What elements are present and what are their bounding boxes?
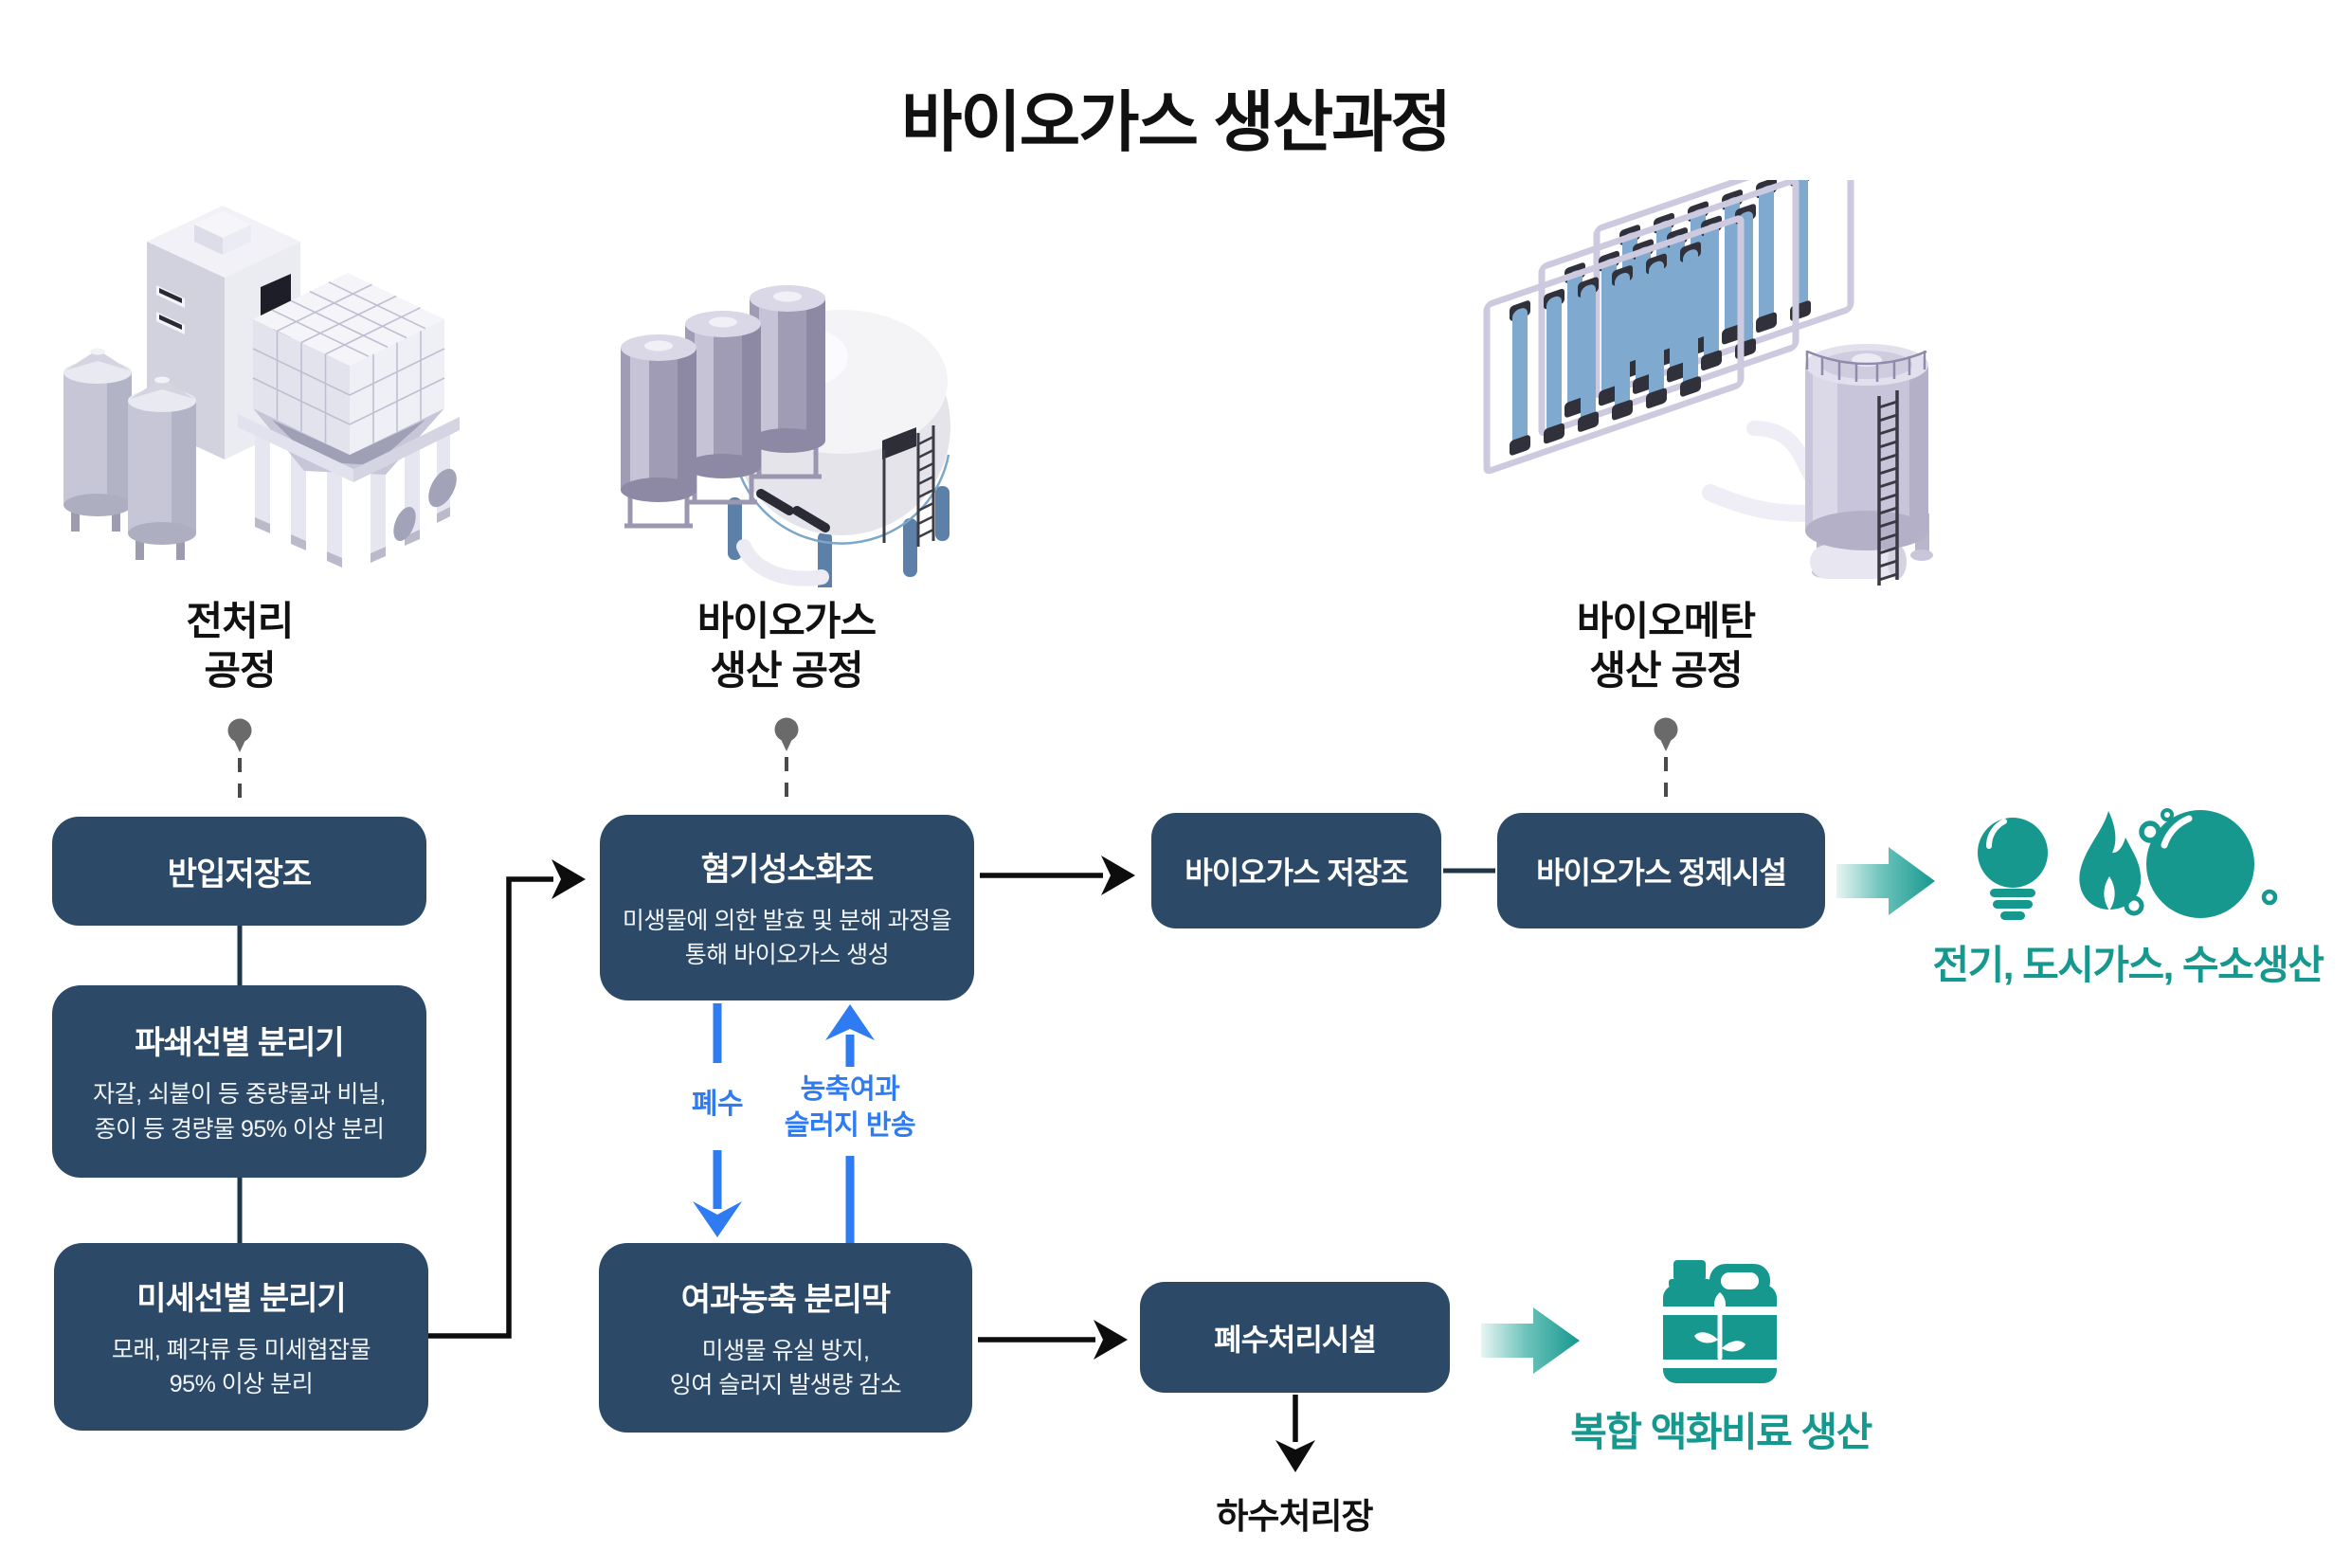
box-fine-separator-desc: 모래, 폐각류 등 미세협잡물 95% 이상 분리 <box>112 1333 371 1402</box>
box-fine-separator-title: 미세선별 분리기 <box>136 1280 346 1317</box>
biomethane-facility-illustration <box>1483 180 1933 586</box>
flame-icon <box>2079 811 2142 910</box>
energy-output-label: 전기, 도시가스, 수소생산 <box>1932 943 2324 987</box>
sprout-icon <box>1694 1292 1745 1361</box>
digester-dome-illustration <box>621 285 950 587</box>
box-gas-storage-title: 바이오가스 저장조 <box>1185 856 1408 890</box>
membrane-rack-illustration <box>1483 180 1854 522</box>
box-intake-title: 반입저장조 <box>167 856 312 892</box>
box-refinery-title: 바이오가스 정제시설 <box>1536 856 1787 890</box>
page-title: 바이오가스 생산과정 <box>900 84 1452 159</box>
box-gas-storage: 바이오가스 저장조 <box>1151 813 1441 928</box>
stage-biogas-line2: 생산 공정 <box>710 648 863 694</box>
box-digester-desc1: 미생물에 의한 발효 및 분해 과정을 <box>622 907 952 934</box>
sludge-return-line2: 슬러지 반송 <box>784 1109 916 1141</box>
sludge-return-line1: 농축여과 <box>800 1074 900 1105</box>
stage-dashed-lines <box>238 757 1668 807</box>
box-crusher-desc: 자갈, 쇠붙이 등 중량물과 비닐, 종이 등 경량물 95% 이상 분리 <box>93 1077 386 1146</box>
box-fine-separator-desc2: 95% 이상 분리 <box>169 1371 314 1397</box>
feed-tanks-illustration <box>621 285 830 586</box>
jug-handle-hole <box>1721 1272 1759 1289</box>
box-membrane-desc1: 미생물 유실 방지, <box>701 1337 870 1364</box>
lightbulb-icon <box>1978 818 2048 920</box>
box-membrane: 여과농축 분리막 미생물 유실 방지, 잉여 슬러지 발생량 감소 <box>599 1243 972 1433</box>
box-wastewater: 폐수처리시설 <box>1140 1282 1450 1393</box>
energy-output-icons <box>1978 808 2278 920</box>
stage-label-biomethane: 바이오메탄 생산 공정 <box>1476 597 1855 695</box>
storage-cylinders-illustration <box>63 348 196 560</box>
box-digester: 혐기성소화조 미생물에 의한 발효 및 분해 과정을 통해 바이오가스 생성 <box>600 815 974 1000</box>
stage-pretreatment-line1: 전처리 <box>186 599 295 643</box>
stage-pins <box>227 717 1678 752</box>
stage-label-pretreatment: 전처리 공정 <box>50 597 429 695</box>
fertilizer-jug-icon <box>1660 1260 1780 1383</box>
stage-biomethane-line2: 생산 공정 <box>1589 648 1743 694</box>
box-fine-separator: 미세선별 분리기 모래, 폐각류 등 미세협잡물 95% 이상 분리 <box>54 1243 428 1431</box>
wastewater-flow-label: 폐수 <box>691 1089 744 1120</box>
box-digester-title: 혐기성소화조 <box>700 851 875 888</box>
box-membrane-desc: 미생물 유실 방지, 잉여 슬러지 발생량 감소 <box>669 1334 902 1403</box>
stage-pretreatment-line2: 공정 <box>204 648 276 694</box>
box-crusher-desc2: 종이 등 경량물 95% 이상 분리 <box>94 1115 385 1143</box>
box-crusher-title: 파쇄선별 분리기 <box>135 1025 344 1062</box>
box-crusher: 파쇄선별 분리기 자갈, 쇠붙이 등 중량물과 비닐, 종이 등 경량물 95%… <box>52 985 426 1178</box>
box-intake: 반입저장조 <box>52 817 426 926</box>
box-membrane-desc2: 잉여 슬러지 발생량 감소 <box>669 1372 902 1398</box>
fertilizer-output-label: 복합 액화비료 생산 <box>1570 1410 1872 1454</box>
hopper-illustration <box>238 273 460 568</box>
sludge-return-flow-label: 농축여과 슬러지 반송 <box>746 1072 954 1144</box>
box-wastewater-title: 폐수처리시설 <box>1214 1322 1377 1357</box>
box-fine-separator-desc1: 모래, 폐각류 등 미세협잡물 <box>111 1336 371 1363</box>
pretreatment-facility-illustration <box>63 206 460 568</box>
methane-tank-illustration <box>1805 344 1933 586</box>
box-digester-desc: 미생물에 의한 발효 및 분해 과정을 통해 바이오가스 생성 <box>622 904 952 973</box>
box-crusher-desc1: 자갈, 쇠붙이 등 중량물과 비닐, <box>93 1081 386 1108</box>
stage-label-biogas: 바이오가스 생산 공정 <box>597 597 976 695</box>
sewage-plant-label: 하수처리장 <box>1216 1497 1373 1536</box>
box-digester-desc2: 통해 바이오가스 생성 <box>684 942 890 968</box>
bubble-icon <box>2124 808 2278 918</box>
box-membrane-title: 여과농축 분리막 <box>680 1281 891 1318</box>
box-refinery: 바이오가스 정제시설 <box>1497 813 1825 928</box>
stage-biomethane-line1: 바이오메탄 <box>1576 599 1756 643</box>
stage-biogas-line1: 바이오가스 <box>696 599 877 643</box>
